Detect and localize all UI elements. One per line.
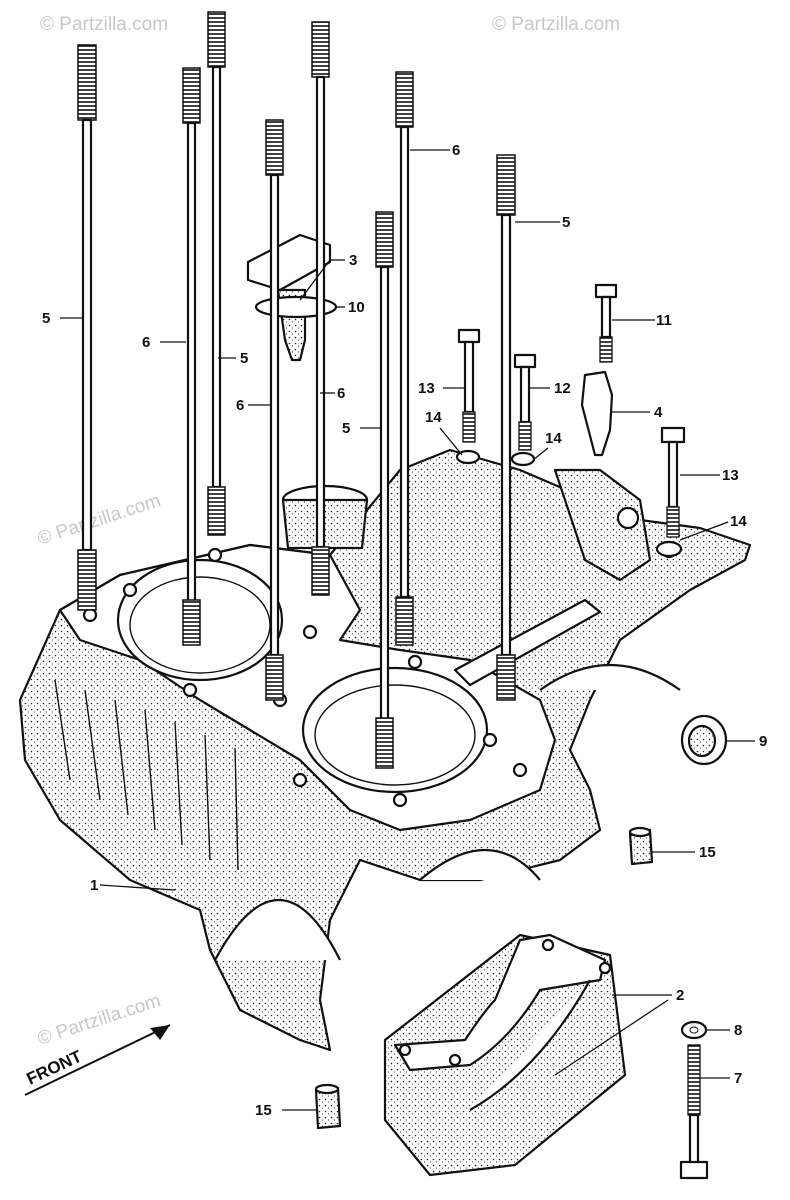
callout-5-mid-left: 5 bbox=[240, 350, 248, 367]
callout-10: 10 bbox=[348, 299, 365, 316]
right-bore bbox=[301, 666, 489, 794]
callout-5-left: 5 bbox=[42, 310, 50, 327]
callout-labels: 5 6 5 6 6 3 10 5 6 5 11 13 12 4 14 14 13… bbox=[42, 142, 767, 1119]
washers bbox=[455, 449, 708, 1040]
front-label: FRONT bbox=[24, 1046, 86, 1088]
lower-bearing-cap bbox=[383, 933, 627, 1177]
callout-11: 11 bbox=[656, 312, 672, 329]
callout-2: 2 bbox=[676, 987, 684, 1004]
callout-6-mid: 6 bbox=[236, 397, 244, 414]
bracket bbox=[580, 370, 614, 457]
callout-15-left: 15 bbox=[255, 1102, 272, 1119]
callout-5-right: 5 bbox=[562, 214, 570, 231]
callout-13-left: 13 bbox=[418, 380, 435, 397]
watermark-5: © Partzilla.com bbox=[35, 990, 163, 1050]
callout-8: 8 bbox=[734, 1022, 742, 1039]
callout-1: 1 bbox=[90, 877, 98, 894]
oil-seal bbox=[680, 714, 728, 766]
callout-7: 7 bbox=[734, 1070, 742, 1087]
callout-15-right: 15 bbox=[699, 844, 716, 861]
callout-5-center: 5 bbox=[342, 420, 350, 437]
watermark-1: © Partzilla.com bbox=[40, 14, 168, 35]
dowel-pins bbox=[314, 826, 654, 1130]
leader-lines bbox=[60, 149, 755, 1111]
callout-14-left: 14 bbox=[425, 409, 442, 426]
callout-9: 9 bbox=[759, 733, 767, 750]
cylinder-studs bbox=[77, 11, 516, 769]
callout-14-right: 14 bbox=[730, 513, 747, 530]
callout-4: 4 bbox=[654, 404, 663, 421]
callout-13-right: 13 bbox=[722, 467, 739, 484]
callout-14-mid: 14 bbox=[545, 430, 562, 447]
callout-6-top-right: 6 bbox=[452, 142, 460, 159]
bolts bbox=[457, 283, 709, 1180]
callout-12: 12 bbox=[554, 380, 571, 397]
callout-6-center: 6 bbox=[337, 385, 345, 402]
watermark-3: © Partzilla.com bbox=[35, 490, 163, 550]
watermark-2: © Partzilla.com bbox=[492, 14, 620, 35]
callout-6-left: 6 bbox=[142, 334, 150, 351]
callout-3: 3 bbox=[349, 252, 357, 269]
